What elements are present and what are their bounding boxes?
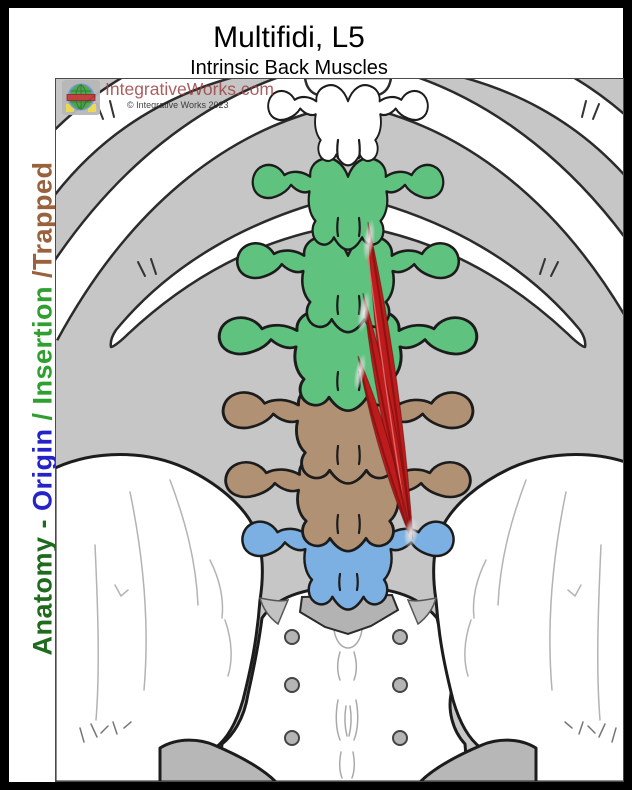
watermark-copyright: © Integrative Works 2023 bbox=[127, 100, 229, 110]
page-subtitle: Intrinsic Back Muscles bbox=[190, 57, 388, 79]
tendon-tip bbox=[357, 291, 371, 333]
si-joint-gap-right bbox=[406, 597, 438, 626]
legend-segment: / bbox=[27, 404, 58, 429]
legend-segment: - bbox=[27, 510, 58, 537]
legend-segment: Anatomy bbox=[27, 536, 58, 656]
tendon-tip bbox=[362, 219, 376, 261]
pelvis bbox=[55, 453, 624, 782]
legend-segment: Insertion bbox=[27, 285, 58, 405]
tendon-tip bbox=[403, 517, 419, 549]
watermark-site: IntegrativeWorks.com bbox=[105, 79, 274, 99]
page-title: Multifidi, L5 bbox=[213, 21, 365, 54]
tendon-tip bbox=[353, 353, 367, 391]
legend-text: Anatomy - Origin / Insertion /Trapped bbox=[28, 161, 59, 655]
ischium-shadow-left bbox=[158, 738, 278, 782]
anatomy-illustration: IntegrativeWorks.com © Integrative Works… bbox=[55, 78, 624, 782]
si-joint-gap-left bbox=[258, 597, 290, 626]
ischium-shadow-right bbox=[418, 738, 538, 782]
legend-segment: / bbox=[27, 269, 58, 286]
multifidus-l5-muscle bbox=[353, 219, 419, 549]
legend-segment: Origin bbox=[27, 428, 58, 511]
integrative-works-logo bbox=[62, 80, 100, 115]
sacral-foramina bbox=[284, 629, 408, 746]
illustration-border bbox=[55, 78, 624, 782]
legend-segment: Trapped bbox=[27, 160, 58, 270]
page-background: Multifidi, L5 Intrinsic Back Muscles Ana… bbox=[9, 8, 624, 782]
spine bbox=[217, 78, 479, 611]
